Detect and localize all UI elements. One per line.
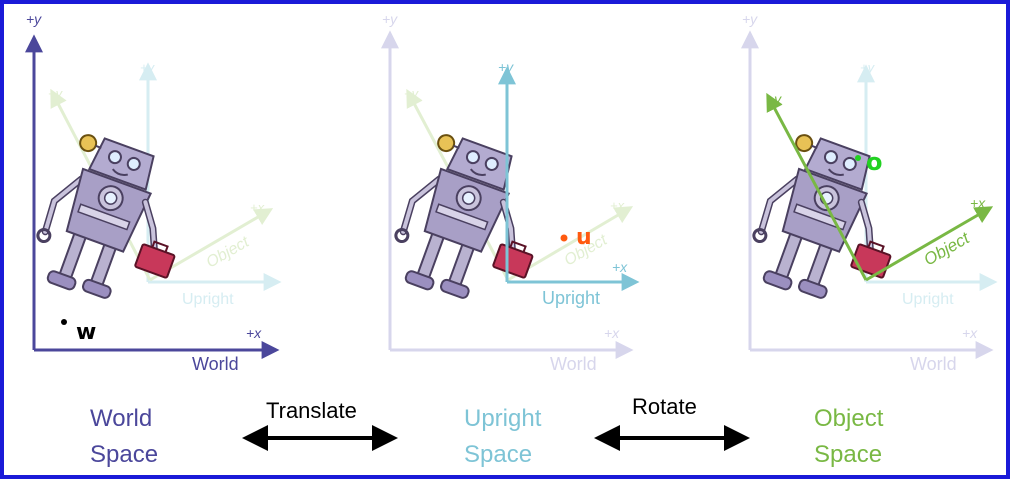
world-space-panel: +y Upright +y +x Object +y +x World w Wo… — [24, 11, 282, 468]
faded-world-plus-y: +y — [742, 11, 758, 27]
faded-object-plus-x: +x — [250, 200, 265, 215]
point-u-label: u — [576, 225, 592, 250]
upright-space-caption-line1: Upright — [464, 405, 542, 432]
world-axes: +y +x World — [25, 11, 280, 374]
faded-world-plus-x: +x — [604, 325, 620, 341]
upright-space-panel: +y +x World +y +x Object +y +x Upright u… — [381, 11, 640, 468]
faded-world-label: World — [550, 354, 597, 374]
coordinate-spaces-diagram: +y Upright +y +x Object +y +x World w Wo… — [4, 11, 998, 468]
object-plus-y-label: +y — [766, 91, 782, 107]
world-space-caption-line1: World — [90, 405, 152, 432]
faded-object-label: Object — [204, 233, 253, 271]
faded-upright-label: Upright — [902, 291, 954, 308]
faded-upright-label: Upright — [182, 291, 234, 308]
faded-object-plus-y: +y — [404, 86, 420, 101]
robot-illustration — [740, 128, 920, 319]
faded-upright-plus-y: +y — [140, 60, 156, 75]
world-space-caption-line2: Space — [90, 441, 158, 468]
upright-axes: +y +x Upright — [498, 59, 640, 308]
upright-plus-y-label: +y — [498, 59, 514, 75]
double-arrow-icon — [240, 423, 400, 453]
object-space-caption-line2: Space — [814, 441, 882, 468]
point-u-marker: u — [560, 225, 592, 250]
world-plus-x-label: +x — [246, 325, 262, 341]
point-o-label: o — [866, 148, 883, 176]
faded-object-plus-x: +x — [610, 198, 625, 213]
faded-upright-plus-y: +y — [860, 60, 876, 75]
translate-transition: Translate — [240, 398, 400, 453]
upright-space-caption-line2: Space — [464, 441, 532, 468]
world-plus-y-label: +y — [26, 11, 42, 27]
upright-plus-x-label: +x — [612, 259, 628, 275]
point-w-label: w — [76, 320, 96, 345]
point-w-marker: w — [61, 319, 96, 345]
faded-world-label: World — [910, 354, 957, 374]
object-plus-x-label: +x — [970, 195, 986, 211]
faded-world-plus-y: +y — [382, 11, 398, 27]
translate-label: Translate — [266, 398, 357, 423]
rotate-transition: Rotate — [592, 394, 752, 453]
robot-illustration — [24, 128, 204, 319]
upright-axis-label: Upright — [542, 288, 600, 308]
faded-world-plus-x: +x — [962, 325, 978, 341]
faded-world-axes: +y +x World — [741, 11, 994, 374]
object-space-panel: +y +x World +y Upright +y +x Object o Ob… — [740, 11, 998, 468]
rotate-label: Rotate — [632, 394, 697, 419]
faded-world-axes: +y +x World — [381, 11, 634, 374]
point-o-marker: o — [855, 148, 883, 176]
faded-object-plus-y: +y — [48, 86, 64, 101]
double-arrow-icon — [592, 423, 752, 453]
world-axis-label: World — [192, 354, 239, 374]
robot-illustration — [382, 128, 562, 319]
object-space-caption-line1: Object — [814, 405, 884, 432]
